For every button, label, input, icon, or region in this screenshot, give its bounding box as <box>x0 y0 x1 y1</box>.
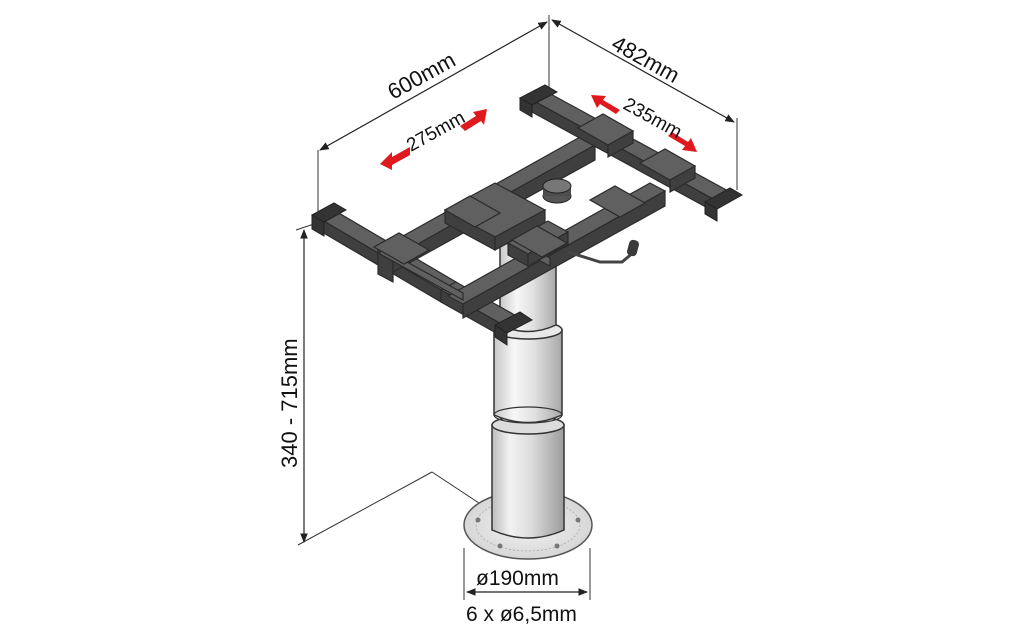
base-diameter-label: ø190mm <box>476 567 559 590</box>
slide-x-label: 275mm <box>403 107 469 156</box>
slide-arrow-275 <box>380 109 487 170</box>
height-label: 340 - 715mm <box>277 338 302 468</box>
slide-arrow-235 <box>591 95 697 152</box>
dimension-lines <box>295 15 738 600</box>
holes-label: 6 x ø6,5mm <box>466 603 577 626</box>
lever-handle-icon <box>567 239 640 264</box>
mounting-hole <box>497 543 503 549</box>
mounting-hole <box>554 543 560 549</box>
depth-label: 482mm <box>608 31 684 88</box>
knob-icon <box>542 178 572 204</box>
sliding-frame <box>310 84 744 346</box>
mounting-hole <box>575 517 581 523</box>
mounting-hole <box>475 517 481 523</box>
width-label: 600mm <box>383 47 459 104</box>
